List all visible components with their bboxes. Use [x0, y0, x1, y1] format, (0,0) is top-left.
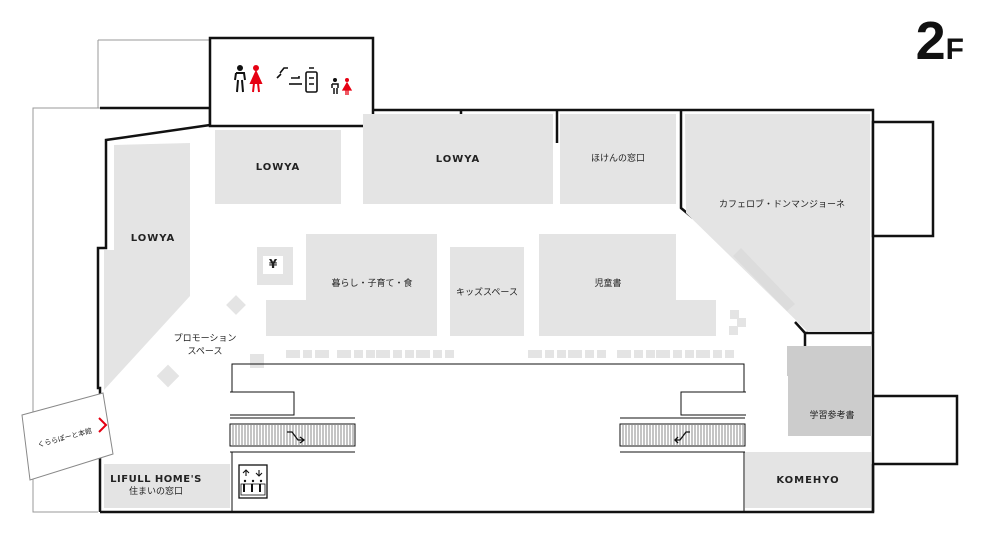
promo-diamond-2 [156, 364, 180, 388]
promo-diamond-1 [226, 295, 246, 315]
label-komehyo[interactable]: KOMEHYO [776, 475, 840, 486]
escalator-down-icon [675, 431, 690, 441]
label-hoken[interactable]: ほけんの窓口 [590, 154, 645, 164]
label-lifull-line2[interactable]: 住まいの窓口 [128, 487, 183, 497]
atrium-void [231, 363, 745, 392]
label-gakushu[interactable]: 学習参考書 [809, 411, 855, 421]
shop-komehyo [745, 452, 871, 508]
main-building-sign [21, 392, 114, 481]
label-lifull-line1[interactable]: LIFULL HOME'S [110, 474, 202, 485]
shop-gakushu [788, 346, 872, 436]
annex-box-1 [871, 120, 935, 238]
shop-kids-space [450, 247, 524, 336]
arrow-right-icon [98, 417, 108, 433]
cafe-partition [733, 248, 795, 311]
label-kurashi[interactable]: 暮らし・子育て・食 [331, 279, 413, 289]
label-lowya-left[interactable]: LOWYA [130, 233, 176, 244]
restroom-icon [234, 65, 263, 93]
shop-lifull [104, 464, 230, 508]
kids-restroom-icon [331, 78, 353, 95]
elevator-icon [238, 464, 268, 499]
label-jidousho[interactable]: 児童書 [594, 279, 622, 289]
escalator-up-icon [287, 431, 304, 441]
label-kids-space[interactable]: キッズスペース [456, 288, 518, 298]
restroom-block [208, 36, 375, 128]
bench-row [286, 350, 734, 358]
atm-icon: ¥ [268, 257, 278, 271]
label-lowya-top-left[interactable]: LOWYA [255, 162, 301, 173]
shop-hoken [560, 114, 676, 204]
floor-suffix: F [945, 33, 964, 66]
atm-inner [263, 256, 283, 274]
label-cafe[interactable]: カフェロブ・ドンマンジョーネ [718, 200, 845, 210]
label-lowya-top-center[interactable]: LOWYA [435, 154, 481, 165]
floor-number: 2 [915, 11, 946, 71]
annex-box-3 [871, 394, 959, 466]
baby-care-icon [276, 67, 318, 93]
floor-indicator: 2F [916, 14, 964, 68]
shop-lowya-left [104, 143, 190, 390]
shop-lowya-top-left [215, 130, 341, 204]
shop-lowya-top-center [363, 114, 553, 204]
shop-jidousho [539, 234, 716, 336]
shop-cafe [685, 114, 870, 332]
label-promotion-line2[interactable]: スペース [187, 347, 223, 357]
shop-kurashi [266, 234, 437, 336]
label-promotion-line1[interactable]: プロモーション [173, 334, 237, 344]
